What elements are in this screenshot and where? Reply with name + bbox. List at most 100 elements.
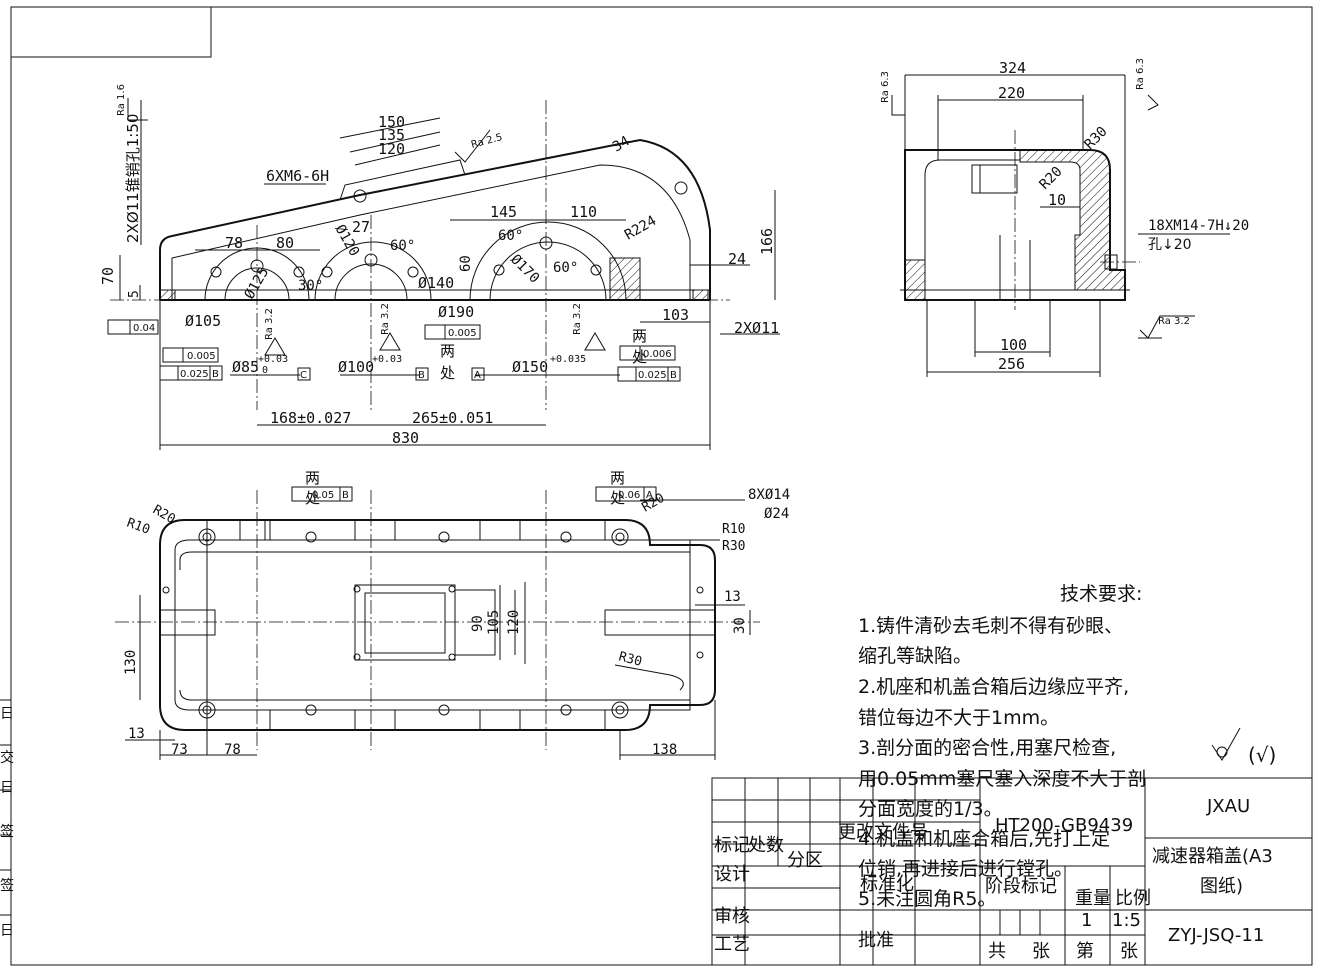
- thread-note: 6XM6-6H: [266, 167, 329, 185]
- general-roughness-icon: (√): [1211, 727, 1276, 767]
- dim-166: 166: [758, 228, 776, 255]
- dim-dia170: Ø170: [507, 252, 542, 287]
- tol-plus-03b: +0.03: [372, 354, 402, 365]
- dim-dia140: Ø140: [418, 274, 454, 292]
- tb-label-approve: 批准: [858, 930, 894, 951]
- top-r20a: R20: [150, 502, 178, 527]
- dim-5: 5: [127, 290, 142, 298]
- side-ra-63b: Ra 6.3: [1135, 58, 1146, 90]
- gdt-par2-value: 0.025: [638, 370, 667, 381]
- tb-label-scale: 比例: [1115, 888, 1151, 909]
- requirement-line: 2.机座和机盖合箱后边缘应平齐,: [858, 676, 1129, 698]
- dim-70: 70: [99, 267, 117, 285]
- top-r10b: R10: [722, 522, 745, 537]
- tol-plus-035: +0.035: [550, 354, 586, 365]
- angle-60b: 60°: [498, 228, 523, 244]
- requirement-line: 4.机盖和机座合箱后,先打上定: [858, 828, 1110, 850]
- gdt-cyl3-value: 0.006: [643, 349, 672, 360]
- bore-85: Ø85: [232, 358, 259, 376]
- tb-weight-value: 1: [1081, 910, 1092, 931]
- requirement-line: 1.铸件清砂去毛刺不得有砂眼、: [858, 615, 1123, 637]
- side-dim-10: 10: [1048, 191, 1066, 209]
- datum-c: C: [300, 370, 307, 381]
- side-view: 324 220 R30 R20 10 100 256 18XM14-7H↓20 …: [880, 58, 1249, 377]
- requirement-line: 分面宽度的1/3。: [858, 798, 1003, 820]
- tb-label-count: 处数: [748, 835, 784, 856]
- tb-label-page: 第: [1076, 941, 1094, 962]
- dim-265: 265±0.051: [412, 409, 493, 427]
- dim-34: 34: [610, 133, 633, 155]
- tb-label-sheet2: 张: [1120, 941, 1138, 962]
- requirement-line: 位销,再进接后进行镗孔。: [858, 858, 1073, 880]
- front-view: 150 135 120 145 110 78 80 27 70 5 24 103…: [99, 84, 780, 450]
- strip-label: 签: [0, 877, 14, 894]
- pin-holes-note: 2XØ11锥销孔1:50: [124, 114, 142, 243]
- requirement-line: 用0.05mm塞尺塞入深度不大于剖: [858, 768, 1146, 790]
- gdt-flat-value: 0.04: [133, 323, 155, 334]
- ra-3-2a: Ra 3.2: [264, 308, 275, 340]
- dim-r224: R224: [622, 213, 659, 244]
- ra-1-6: Ra 1.6: [116, 84, 127, 116]
- gdt-par1-value: 0.025: [180, 369, 209, 380]
- top-dim-30: 30: [732, 617, 748, 634]
- bolt-holes: [162, 528, 704, 719]
- technical-requirements: 技术要求: 1.铸件清砂去毛刺不得有砂眼、 缩孔等缺陷。 2.机座和机盖合箱后边…: [858, 583, 1146, 910]
- ra-3-2c: Ra 3.2: [572, 303, 583, 335]
- tb-part-name-2: 图纸): [1200, 876, 1243, 897]
- top-dim-130: 130: [123, 650, 139, 675]
- requirement-line: 3.剖分面的密合性,用塞尺检查,: [858, 737, 1116, 759]
- side-thread-note: 18XM14-7H↓20: [1148, 218, 1249, 234]
- top-chu-1: 处: [305, 489, 320, 507]
- tb-school: JXAU: [1206, 796, 1250, 817]
- side-ra-63a: Ra 6.3: [880, 71, 891, 103]
- angle-60c: 60°: [553, 260, 578, 276]
- top-dim-78: 78: [224, 742, 241, 758]
- top-r30b: R30: [617, 649, 644, 670]
- top-dim-73: 73: [171, 742, 188, 758]
- angle-30: 30°: [298, 278, 323, 294]
- top-frame1-ref: B: [342, 490, 349, 501]
- tb-scale-value: 1:5: [1112, 910, 1141, 931]
- tb-label-mark: 标记: [714, 835, 750, 856]
- strip-label: 交: [0, 749, 14, 766]
- ra-3-2b: Ra 3.2: [380, 303, 391, 335]
- gdt-par2-ref: B: [670, 370, 677, 381]
- bore-150: Ø150: [512, 358, 548, 376]
- side-dim-r20: R20: [1037, 164, 1066, 193]
- dim-120: 120: [378, 140, 405, 158]
- side-dim-r30: R30: [1082, 124, 1111, 153]
- dim-24: 24: [728, 250, 746, 268]
- gdt-cyl2-value: 0.005: [448, 328, 477, 339]
- top-dim-105: 105: [486, 610, 502, 635]
- gdt-cyl1-value: 0.005: [187, 351, 216, 362]
- dim-830: 830: [392, 429, 419, 447]
- side-hole-note: 孔↓20: [1148, 237, 1192, 253]
- bore-100: Ø100: [338, 358, 374, 376]
- note-chu: 处: [440, 364, 455, 382]
- tb-label-doc: 更改文件号: [838, 822, 928, 843]
- side-dim-220: 220: [998, 84, 1025, 102]
- strip-label: 日: [0, 706, 14, 722]
- note-liang: 两: [440, 342, 455, 360]
- strip-label: 日: [0, 780, 14, 796]
- dim-168: 168±0.027: [270, 409, 351, 427]
- note-chu-2: 处: [632, 348, 647, 366]
- top-liang-1: 两: [305, 469, 320, 487]
- title-block: JXAU 减速器箱盖(A3 图纸) ZYJ-JSQ-11 HT200-GB943…: [711, 777, 1313, 966]
- dim-145: 145: [490, 203, 517, 221]
- dim-27: 27: [352, 218, 370, 236]
- dim-135: 135: [378, 126, 405, 144]
- tol-plus-03a: +0.03: [258, 354, 288, 365]
- gdt-par1-ref: B: [212, 369, 219, 380]
- dim-80: 80: [276, 234, 294, 252]
- top-cb-24: Ø24: [764, 506, 789, 522]
- tb-label-stage: 阶段标记: [985, 876, 1057, 897]
- strip-label: 日: [0, 923, 14, 939]
- top-chu-2: 处: [610, 489, 625, 507]
- top-r30a: R30: [722, 539, 745, 554]
- tb-part-name: 减速器箱盖(A3: [1152, 846, 1273, 867]
- note-liang-2: 两: [632, 327, 647, 345]
- top-dim-120: 120: [506, 610, 522, 635]
- side-dim-100: 100: [1000, 336, 1027, 354]
- general-roughness-text: (√): [1248, 743, 1276, 767]
